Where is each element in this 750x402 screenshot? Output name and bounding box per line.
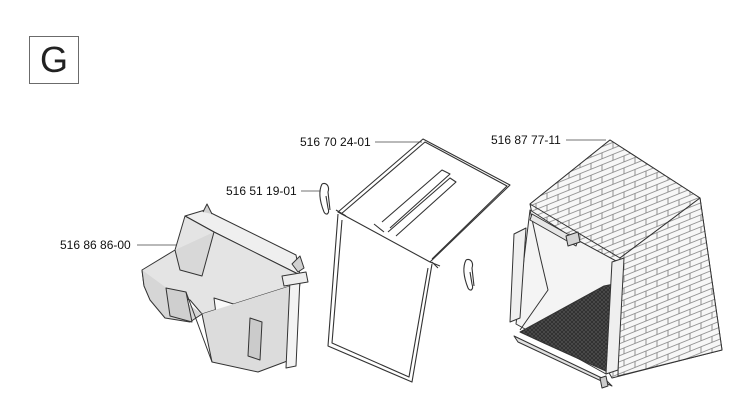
- part-label-bag-frame: 516 70 24-01: [300, 135, 371, 149]
- section-letter: G: [39, 39, 68, 80]
- bag-frame-drawing: [327, 138, 511, 383]
- hair-pin-clip-drawing: [319, 182, 475, 291]
- part-label-hair-pin-clip: 516 51 19-01: [226, 184, 297, 198]
- part-label-grass-chute: 516 86 86-00: [60, 238, 131, 252]
- part-label-grass-bag: 516 87 77-11: [491, 133, 561, 147]
- grass-chute-drawing: [141, 203, 309, 373]
- grass-bag-drawing: [509, 139, 723, 389]
- section-letter-box: G: [29, 36, 79, 84]
